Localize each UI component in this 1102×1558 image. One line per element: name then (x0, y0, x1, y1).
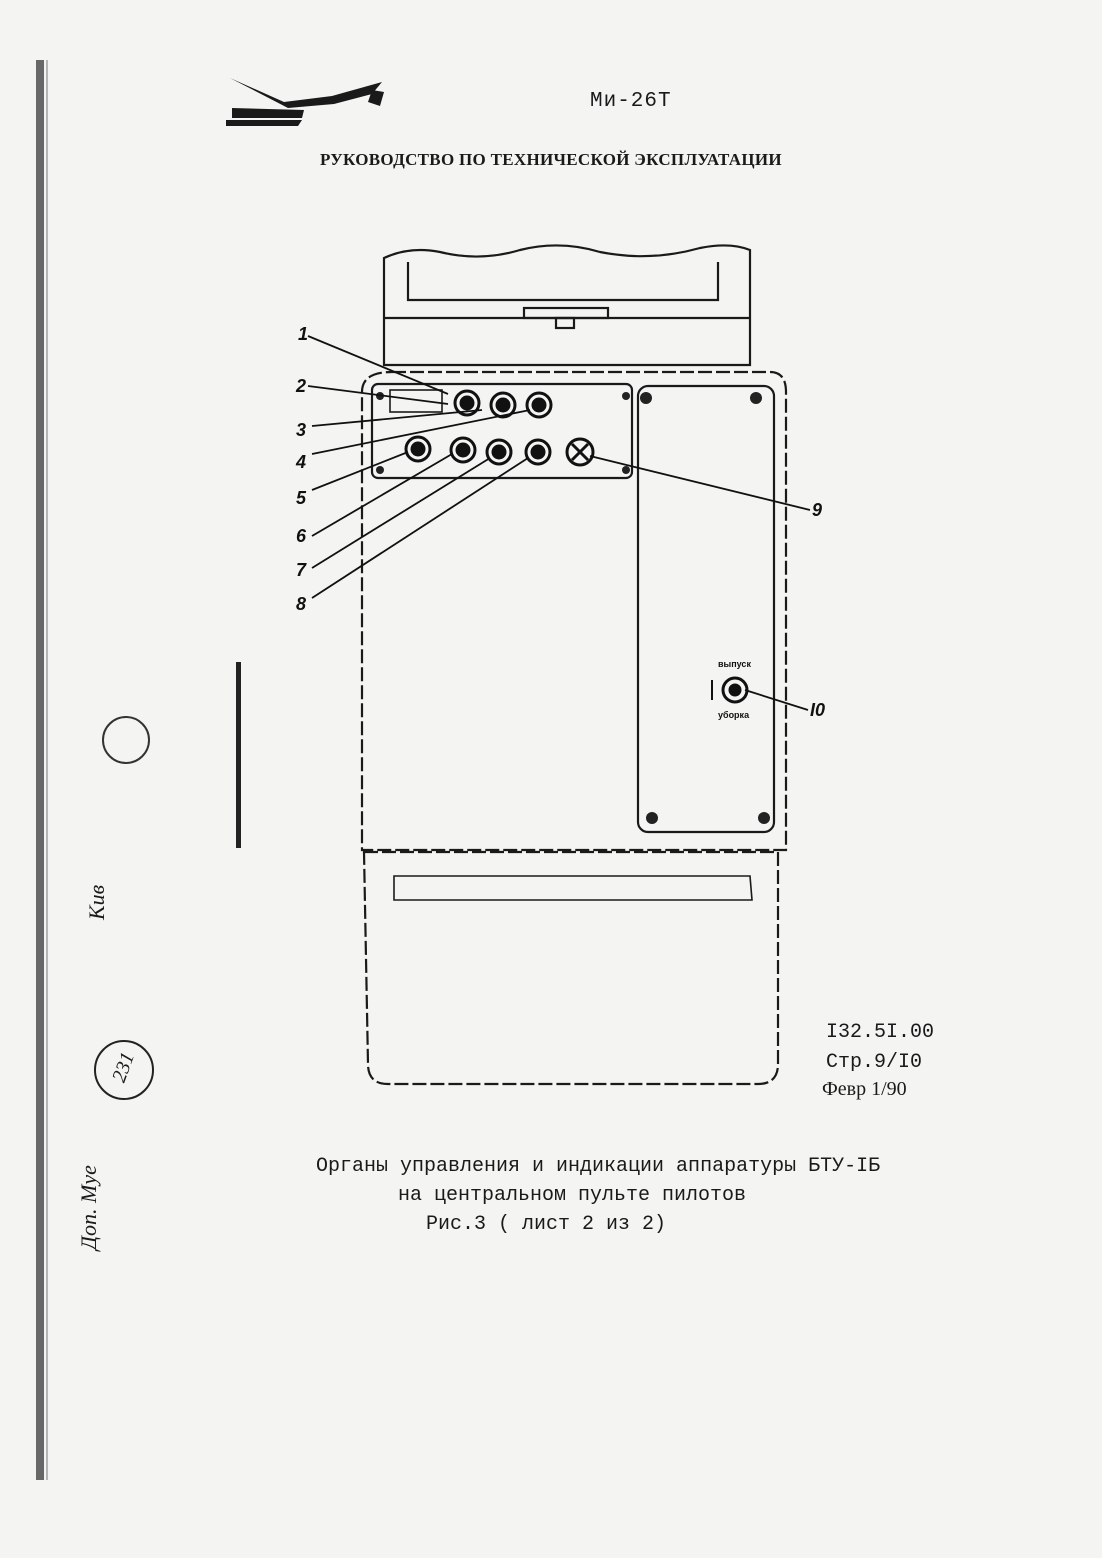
helicopter-logo (226, 78, 384, 126)
binding-line (46, 60, 48, 1480)
manual-title: РУКОВОДСТВО ПО ТЕХНИЧЕСКОЙ ЭКСПЛУАТАЦИИ (320, 150, 782, 169)
callout-3: 3 (296, 420, 306, 440)
callout-9: 9 (812, 500, 822, 520)
callout-1: 1 (298, 324, 308, 344)
margin-bar (236, 662, 241, 848)
callout-6: 6 (296, 526, 307, 546)
page-number: Стр.9/I0 (826, 1051, 923, 1074)
side-panel (636, 384, 776, 834)
punch-hole (102, 716, 150, 764)
indicator-lamps (404, 389, 749, 704)
doc-number: I32.5I.00 (826, 1021, 935, 1044)
callout-8: 8 (296, 594, 306, 614)
callout-10: I0 (810, 700, 825, 720)
callout-2: 2 (295, 376, 306, 396)
lower-drawer (362, 850, 780, 1086)
revision-date: Февр 1/90 (822, 1078, 907, 1100)
leader-lines (307, 335, 811, 711)
caption-line-1: Органы управления и индикации аппаратуры… (316, 1155, 881, 1178)
screws (376, 392, 770, 824)
binding-strip (36, 60, 44, 1480)
caption-line-3: Рис.3 ( лист 2 из 2) (426, 1213, 667, 1236)
page-stamp: 231 (94, 1040, 154, 1100)
console-body (360, 370, 788, 852)
top-housing (382, 244, 752, 367)
doc-footer: I32.5I.00 Стр.9/I0 (826, 1018, 934, 1078)
callout-4: 4 (295, 452, 306, 472)
callout-7: 7 (296, 560, 307, 580)
callout-5: 5 (296, 488, 307, 508)
switch-label-retract: уборка (718, 710, 750, 720)
aircraft-model: Ми-26Т (590, 90, 672, 113)
switch-label-extend: выпуск (718, 659, 751, 669)
caption-line-2: на центральном пульте пилотов (398, 1184, 747, 1207)
control-subpanel (370, 382, 634, 480)
